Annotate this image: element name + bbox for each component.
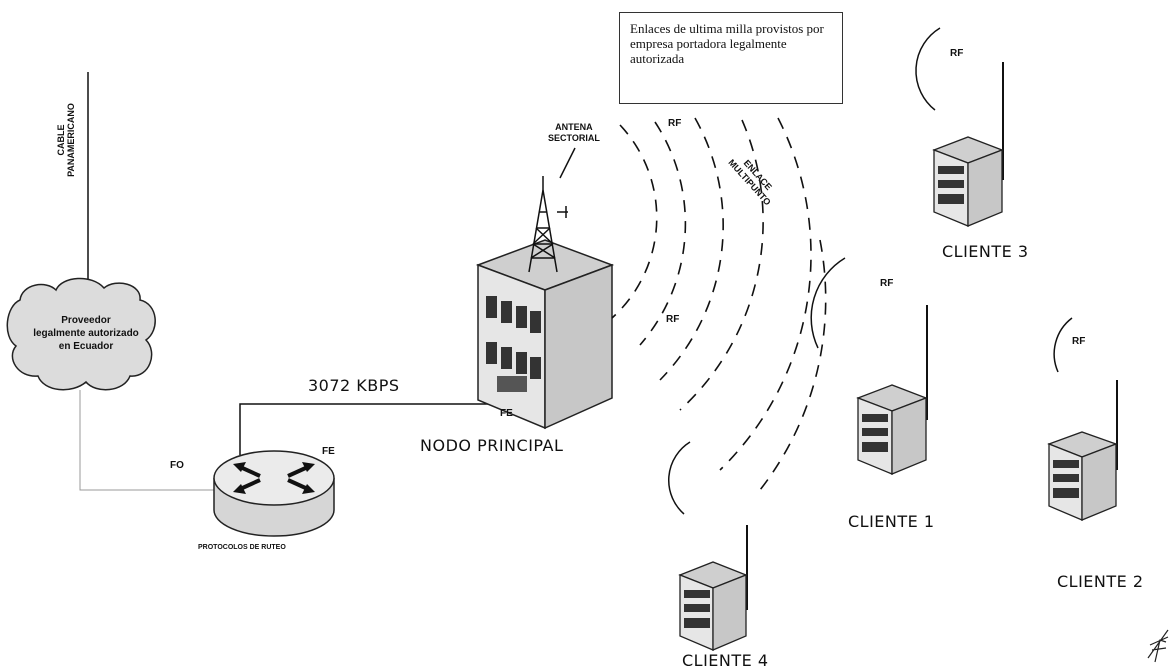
- antenna-tower-icon: [528, 147, 576, 273]
- antenna-label-line-2: SECTORIAL: [548, 133, 600, 143]
- rf-label-top: RF: [668, 118, 682, 129]
- rf-wave-arcs: [611, 117, 827, 491]
- client-3-building-icon: [932, 62, 1004, 227]
- cloud-label-line-2: legalmente autorizado: [33, 328, 139, 339]
- client-2-label: CLIENTE 2: [1057, 572, 1144, 591]
- note-box: Enlaces de ultima milla provistos por em…: [619, 12, 843, 104]
- main-node-label: NODO PRINCIPAL: [420, 436, 564, 455]
- client-1-building-icon: [856, 305, 928, 475]
- cloud-label: Proveedor legalmente autorizado en Ecuad…: [26, 314, 146, 353]
- rf-label-client-1: RF: [880, 278, 894, 289]
- client-4-building-icon: [678, 525, 748, 651]
- cloud-label-line-1: Proveedor: [61, 315, 111, 326]
- cable-label-line-1: CABLE: [56, 124, 66, 156]
- router-label: PROTOCOLOS DE RUTEO: [198, 544, 286, 551]
- client-3-label: CLIENTE 3: [942, 242, 1029, 261]
- cable-label-line-2: PANAMERICANO: [66, 103, 76, 177]
- client-4-label: CLIENTE 4: [682, 651, 769, 670]
- antenna-label-line-1: ANTENA: [555, 122, 593, 132]
- signature-mark: [1147, 629, 1169, 663]
- fo-link-line: [79, 390, 215, 491]
- rf-label-client-3: RF: [950, 48, 964, 59]
- port-fe-node-label: FE: [500, 408, 513, 419]
- client-2-building-icon: [1047, 380, 1118, 521]
- cable-label: CABLE PANAMERICANO: [56, 70, 76, 210]
- main-node-building-icon: [475, 239, 615, 430]
- cloud-label-line-3: en Ecuador: [58, 341, 114, 352]
- router-icon: [213, 450, 335, 537]
- cloud-icon: [6, 277, 156, 391]
- port-fe-router-label: FE: [322, 446, 335, 457]
- port-fo-label: FO: [170, 460, 184, 471]
- fe-link-line: [239, 403, 512, 455]
- link-speed-label: 3072 KBPS: [308, 376, 400, 395]
- rf-label-client-2: RF: [1072, 336, 1086, 347]
- client-1-label: CLIENTE 1: [848, 512, 935, 531]
- antenna-label: ANTENA SECTORIAL: [548, 122, 600, 144]
- client-rf-arcs: [668, 27, 1073, 515]
- rf-label-mid: RF: [666, 314, 680, 325]
